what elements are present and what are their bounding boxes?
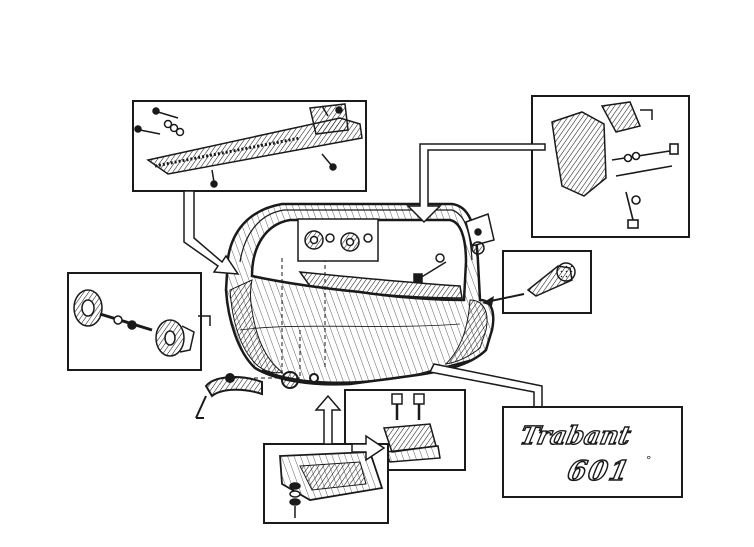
- inset-lock-cylinder: [67, 272, 211, 371]
- roller-icon: [304, 230, 373, 252]
- lock-cylinder-icon: [73, 289, 195, 357]
- callout-arrow: [406, 143, 546, 224]
- door-handle-icon: [195, 371, 319, 419]
- dashed-leaders: [226, 258, 326, 380]
- striker-plate-icon: [413, 213, 495, 283]
- degree-mark: °: [646, 454, 652, 467]
- callout-arrow: [314, 394, 342, 445]
- inset-lock-bracket: [344, 389, 466, 471]
- arrowhead-icon: [482, 296, 494, 306]
- callout-arrow: [183, 190, 240, 275]
- callout-arrow: [351, 434, 386, 462]
- inset-door-hinge: [531, 95, 690, 238]
- washer-stack-icon: [289, 482, 301, 518]
- washer-stack-icon: [163, 119, 185, 137]
- brand-badge-text: Trabant: [518, 420, 634, 450]
- inset-name-badge: Trabant 601 °: [502, 406, 683, 498]
- model-badge-text: 601: [565, 455, 634, 487]
- crank-knob-icon: [556, 262, 576, 282]
- screw-icon: [134, 105, 343, 188]
- inset-window-crank: [502, 250, 592, 314]
- bolt-icon: [611, 143, 679, 229]
- inset-window-rollers: [297, 218, 379, 262]
- inset-window-guide-rail: [132, 100, 367, 192]
- bolt-icon: [391, 393, 425, 420]
